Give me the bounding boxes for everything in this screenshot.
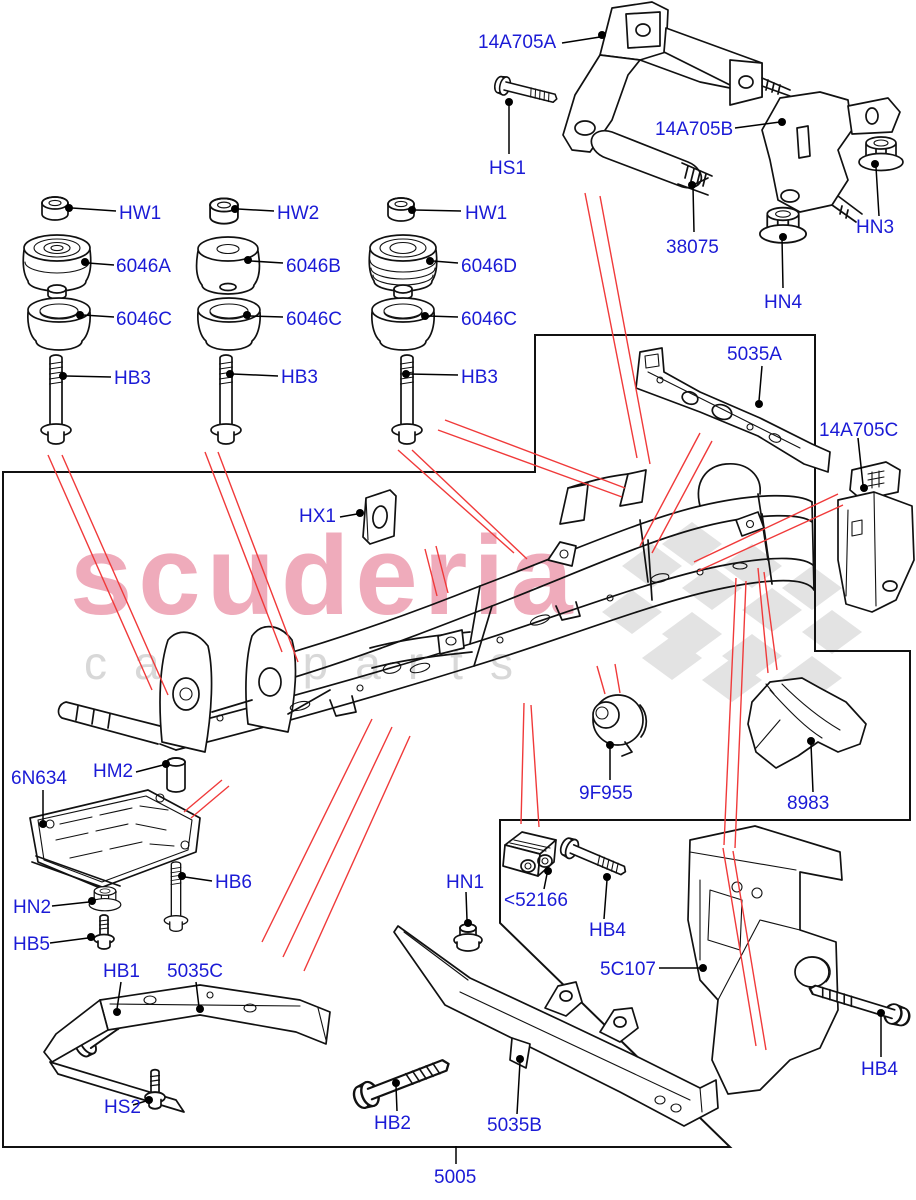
- part-label-HB3-col3: HB3: [461, 367, 498, 388]
- part-label-HB1: HB1: [103, 961, 140, 982]
- part-label-HB4-lower: HB4: [861, 1059, 898, 1080]
- bracket-14A705A-drawing: [562, 1, 791, 153]
- leader-dots: [39, 31, 885, 1104]
- part-label-HN2: HN2: [13, 897, 52, 918]
- cup-6046C-col3: [370, 297, 436, 351]
- bolt-HB5-drawing: [93, 914, 115, 950]
- part-label-38075: 38075: [666, 237, 719, 258]
- part-label-HW2: HW2: [277, 203, 320, 224]
- part-label-HB4-upper: HB4: [589, 920, 626, 941]
- nut-HN3-drawing: [858, 136, 904, 172]
- crossmember-5035C-drawing: [43, 984, 331, 1113]
- part-label-14A705C: 14A705C: [819, 420, 899, 441]
- bolt-HB3-col3: [391, 354, 423, 445]
- part-label-HN3: HN3: [856, 217, 895, 238]
- part-label-HM2: HM2: [93, 761, 134, 782]
- bushing-9F955-drawing: [592, 694, 648, 757]
- part-label-HN1: HN1: [446, 872, 485, 893]
- cup-6046C-col1: [26, 297, 92, 351]
- part-label-HN4: HN4: [764, 292, 803, 313]
- washer-HW1-col1: [41, 196, 69, 221]
- part-label-6N634: 6N634: [11, 768, 67, 789]
- skidplate-6N634-drawing: [29, 789, 201, 893]
- black-leader-lines: [42, 36, 882, 1164]
- cup-6046C-col2: [196, 297, 262, 351]
- bracket-14A705C-drawing: [837, 461, 915, 613]
- part-label-5005: 5005: [434, 1167, 477, 1188]
- part-label-6046A: 6046A: [116, 256, 171, 277]
- mount-6046A-drawing: [22, 234, 92, 300]
- part-label-14A705B: 14A705B: [655, 119, 734, 140]
- bolt-HB4-upper-drawing: [557, 834, 631, 882]
- part-label-6046C-col3: 6046C: [461, 309, 517, 330]
- part-label-52166: <52166: [504, 890, 568, 911]
- part-label-5035A: 5035A: [727, 344, 782, 365]
- part-label-HX1: HX1: [299, 506, 336, 527]
- part-label-HW1-col1: HW1: [119, 203, 162, 224]
- part-label-9F955: 9F955: [579, 783, 633, 804]
- part-label-HS1: HS1: [489, 158, 526, 179]
- cylinder-HM2-drawing: [166, 757, 186, 793]
- watermark-brand: scuderia: [70, 513, 579, 638]
- bolt-HS1-drawing: [492, 73, 560, 109]
- crossmember-5035B-drawing: [393, 925, 719, 1127]
- part-label-HB3-col2: HB3: [281, 367, 318, 388]
- part-label-5C107: 5C107: [600, 959, 656, 980]
- clip-52166-drawing: [502, 831, 557, 877]
- part-label-HB3-col1: HB3: [114, 368, 151, 389]
- mount-6046D-drawing: [368, 234, 438, 300]
- part-label-HS2: HS2: [104, 1097, 141, 1118]
- part-label-8983: 8983: [787, 793, 830, 814]
- part-label-6046B: 6046B: [286, 256, 341, 277]
- bracket-5C107-drawing: [687, 825, 843, 1095]
- crossmember-5035A-drawing: [635, 347, 831, 473]
- nut-HN1-drawing: [453, 923, 483, 952]
- part-label-5035C: 5035C: [167, 961, 223, 982]
- part-label-6046C-col2: 6046C: [286, 309, 342, 330]
- part-label-HB5: HB5: [13, 934, 50, 955]
- bolt-HB6-drawing: [163, 861, 189, 932]
- bolt-HB2-drawing: [349, 1050, 455, 1113]
- mount-6046B-drawing: [195, 236, 261, 295]
- part-label-5035B: 5035B: [487, 1115, 542, 1136]
- chassis-frame-illustration: [57, 463, 815, 753]
- shield-8983-drawing: [747, 677, 867, 769]
- part-label-14A705A: 14A705A: [478, 32, 557, 53]
- bolt-HB3-col2: [210, 354, 242, 445]
- part-label-HW1-col3: HW1: [465, 203, 508, 224]
- plate-HX1-drawing: [362, 489, 397, 545]
- bolt-HB3-col1: [40, 354, 72, 445]
- part-label-HB2: HB2: [374, 1113, 411, 1134]
- part-label-6046C-col1: 6046C: [116, 309, 172, 330]
- part-label-6046D: 6046D: [461, 256, 517, 277]
- red-locator-lines: [47, 192, 844, 1051]
- diagram-border-box: [2, 334, 911, 1148]
- part-label-HB6: HB6: [215, 872, 252, 893]
